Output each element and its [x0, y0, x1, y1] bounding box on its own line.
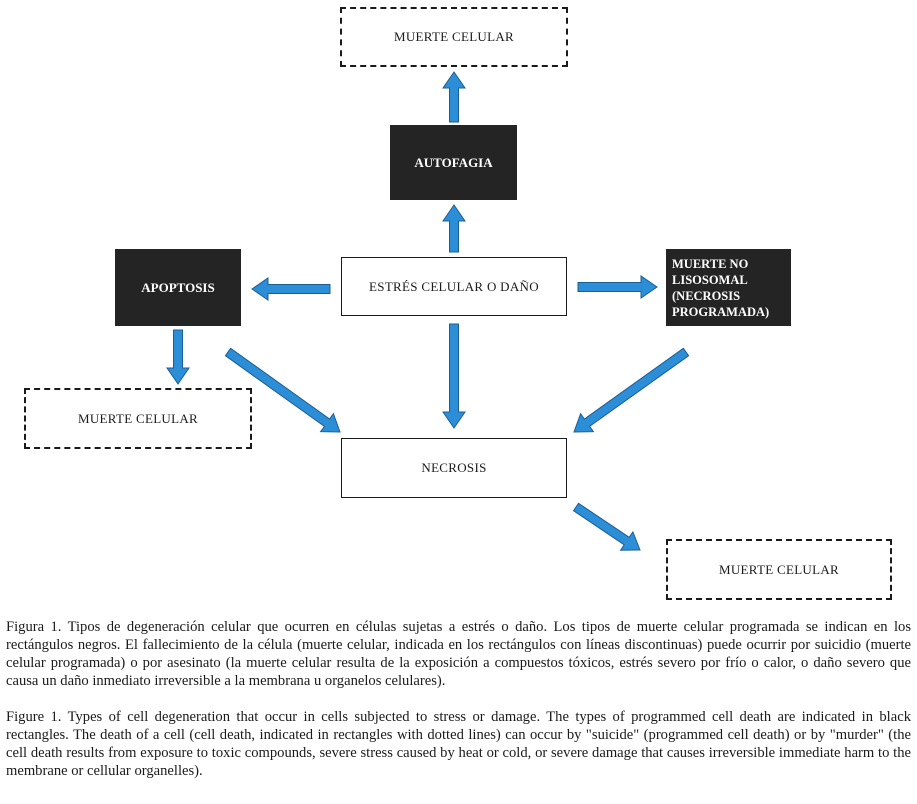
node-cell-death-bottom: MUERTE CELULAR	[666, 539, 892, 600]
node-cellular-stress: ESTRÉS CELULAR O DAÑO	[341, 257, 567, 316]
caption-english: Figure 1. Types of cell degeneration tha…	[6, 709, 911, 779]
arrow-stress-to-necrosis	[442, 323, 466, 429]
arrow-apoptosis-to-necrosis	[224, 347, 341, 433]
arrow-nonlysosomal-to-necrosis	[573, 347, 690, 433]
caption-spanish: Figura 1. Tipos de degeneración celular …	[6, 619, 911, 689]
node-cell-death-left: MUERTE CELULAR	[24, 388, 252, 449]
node-autophagy: AUTOFAGIA	[390, 125, 517, 200]
arrow-to-left-death	[166, 329, 190, 385]
arrow-layer	[166, 71, 690, 551]
arrow-to-apoptosis	[251, 277, 331, 301]
node-apoptosis: APOPTOSIS	[115, 249, 241, 326]
cell-death-diagram: MUERTE CELULAR AUTOFAGIA APOPTOSIS ESTRÉ…	[24, 7, 892, 600]
node-non-lysosomal-death: MUERTE NO LISOSOMAL (NECROSIS PROGRAMADA…	[666, 249, 791, 326]
arrow-to-autophagy	[442, 204, 466, 253]
node-necrosis: NECROSIS	[341, 438, 567, 498]
arrow-to-nonlysosomal	[577, 275, 658, 299]
arrow-necrosis-to-death	[572, 502, 641, 551]
node-cell-death-top: MUERTE CELULAR	[340, 7, 568, 67]
arrow-to-top-death	[442, 71, 466, 123]
